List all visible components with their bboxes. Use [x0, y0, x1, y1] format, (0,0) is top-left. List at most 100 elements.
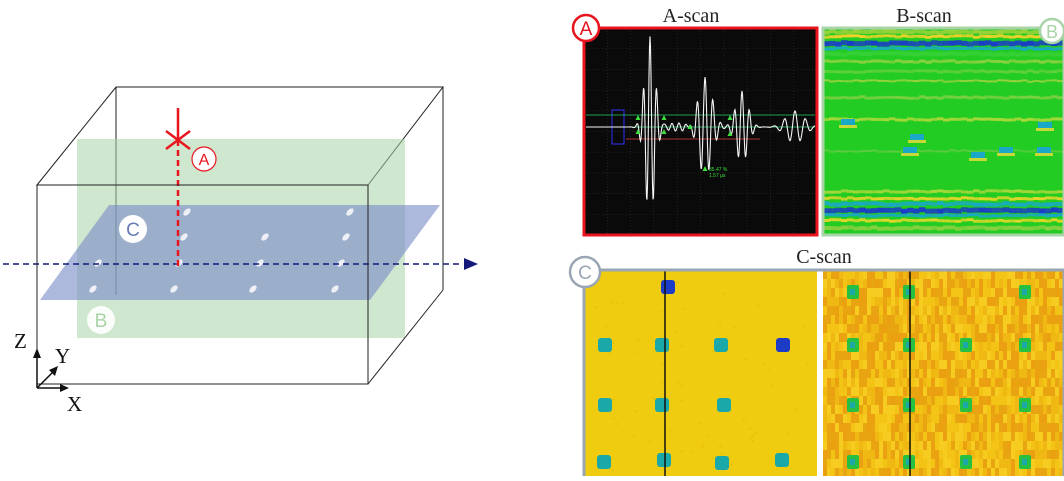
c1-speckle	[611, 341, 615, 344]
b-band-cell	[913, 52, 920, 57]
b-band-cell	[1021, 202, 1028, 207]
c2-texture	[919, 270, 923, 279]
b-band-cell	[847, 70, 854, 74]
c2-texture	[1051, 405, 1055, 414]
c2-texture	[1011, 387, 1015, 396]
b-band-cell	[985, 207, 992, 213]
c2-texture	[831, 369, 835, 378]
c2-texture	[871, 432, 875, 441]
c2-texture	[1003, 405, 1007, 414]
c2-texture	[847, 333, 851, 342]
c2-texture	[863, 423, 867, 432]
b-band-cell	[991, 117, 998, 121]
b-band-cell	[865, 190, 872, 194]
c1-speckle	[635, 410, 639, 413]
c2-texture	[1047, 414, 1051, 423]
c1-speckle	[611, 469, 615, 472]
c2-texture	[987, 360, 991, 369]
b-band-cell	[1039, 219, 1046, 223]
c1-speckle	[608, 352, 612, 355]
b-band-cell	[883, 47, 890, 51]
c2-texture	[1011, 288, 1015, 297]
b-band-cell	[847, 40, 854, 46]
b-band-cell	[865, 214, 872, 218]
c2-texture	[931, 432, 935, 441]
c2-texture	[963, 369, 967, 378]
b-band-cell	[859, 70, 866, 74]
c2-texture	[923, 369, 927, 378]
c2-texture	[851, 315, 855, 324]
c2-texture	[859, 468, 863, 476]
c2-texture	[991, 270, 995, 279]
c2-texture	[1003, 351, 1007, 360]
c2-texture	[887, 315, 891, 324]
c2-texture	[919, 306, 923, 315]
b-band-cell	[877, 218, 884, 222]
c2-texture	[951, 387, 955, 396]
c2-texture	[1015, 279, 1019, 288]
c2-texture	[991, 396, 995, 405]
b-band-cell	[925, 60, 932, 64]
b-band-cell	[853, 150, 860, 153]
axis-x-label: X	[67, 392, 82, 416]
c1-speckle	[733, 326, 737, 329]
c2-texture	[955, 288, 959, 297]
b-band-cell	[847, 80, 854, 83]
b-band-cell	[907, 218, 914, 222]
c2-texture	[1047, 297, 1051, 306]
b-band-cell	[985, 59, 992, 63]
c2-texture	[935, 333, 939, 342]
c2-texture	[839, 360, 843, 369]
b-band-cell	[949, 40, 956, 46]
c2-texture	[971, 279, 975, 288]
c2-texture	[935, 306, 939, 315]
b-band-cell	[841, 150, 848, 153]
b-band-cell	[919, 95, 926, 99]
b-band-cell	[979, 60, 986, 64]
c2-texture	[899, 342, 903, 351]
c2-texture	[1055, 324, 1059, 333]
b-defect-halo	[839, 125, 857, 128]
c2-texture	[875, 387, 879, 396]
c2-texture	[863, 396, 867, 405]
c2-texture	[987, 288, 991, 297]
b-band-cell	[1003, 219, 1010, 223]
c2-texture	[931, 333, 935, 342]
b-band-cell	[853, 59, 860, 63]
b-band-cell	[967, 118, 974, 122]
c2-texture	[951, 396, 955, 405]
c2-texture	[1059, 396, 1063, 405]
c2-texture	[959, 297, 963, 306]
b-band-cell	[1027, 40, 1034, 46]
c2-texture	[967, 270, 971, 279]
c2-texture	[859, 396, 863, 405]
a-marker	[687, 124, 693, 129]
c1-speckle	[611, 398, 615, 401]
c2-texture	[919, 396, 923, 405]
c1-speckle	[749, 437, 753, 440]
b-band-cell	[1039, 202, 1046, 207]
b-band-cell	[1057, 40, 1064, 46]
c2-texture	[835, 459, 839, 468]
c2-texture	[839, 279, 843, 288]
c2-texture	[927, 432, 931, 441]
c2-texture	[939, 342, 943, 351]
b-band-cell	[961, 80, 968, 83]
b-band-cell	[823, 35, 830, 39]
c2-texture	[943, 396, 947, 405]
c2-texture	[1019, 315, 1023, 324]
b-band-cell	[1039, 80, 1046, 83]
c2-texture	[843, 297, 847, 306]
b-band-cell	[919, 34, 926, 38]
b-band-cell	[847, 51, 854, 56]
c2-texture	[1043, 333, 1047, 342]
c2-texture	[947, 396, 951, 405]
a-marker	[661, 115, 667, 120]
b-band-cell	[967, 201, 974, 206]
b-band-cell	[907, 226, 914, 231]
b-band-cell	[943, 80, 950, 83]
c2-texture	[1007, 342, 1011, 351]
c2-texture	[843, 405, 847, 414]
b-band-cell	[895, 35, 902, 39]
b-band-cell	[925, 201, 932, 206]
